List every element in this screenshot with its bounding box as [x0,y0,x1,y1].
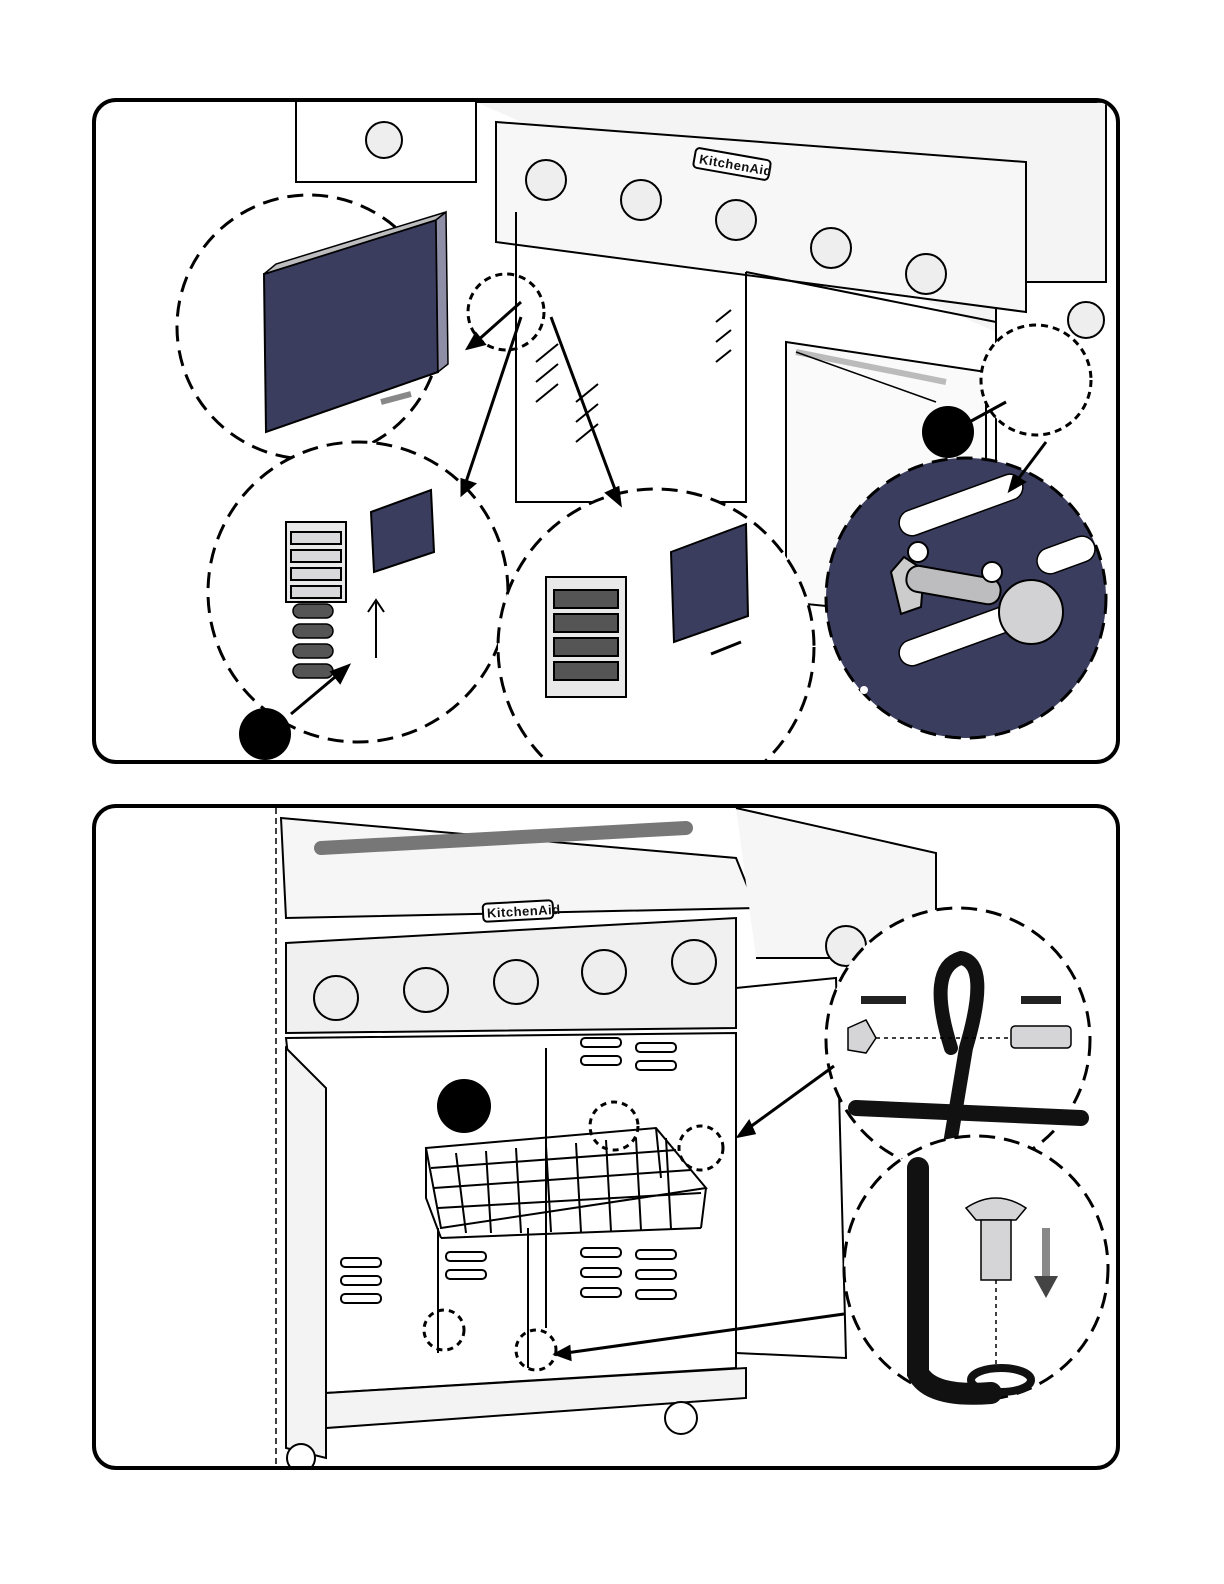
burner-knob-4 [582,950,626,994]
panel-1-illustration: KitchenAid [96,102,1116,760]
step-marker-batteries [239,708,291,760]
burner-knob-2 [621,180,661,220]
knurled-knob [999,580,1063,644]
kitchenaid-logo-plate: KitchenAid [483,900,561,922]
detail-basket-hook-screw [844,1136,1108,1400]
right-burner-knob [1068,302,1104,338]
burner-knob-1 [314,976,358,1020]
step-marker-door-bolt [922,406,974,458]
side-burner-knob [366,122,402,158]
burner-knob-5 [906,254,946,294]
grill-body-drawing [276,808,936,1466]
burner-knob-3 [716,200,756,240]
cabinet-vent-slots [536,310,731,442]
step-marker-basket [437,1079,491,1133]
panel-2-illustration: KitchenAid [96,808,1116,1466]
screw [981,1220,1011,1280]
burner-knob-1 [526,160,566,200]
burner-knob-3 [494,960,538,1004]
burner-knob-5 [672,940,716,984]
burner-knob-2 [404,968,448,1012]
burner-knob-4 [811,228,851,268]
basket-wire-rail [856,1108,1081,1118]
instruction-panel-1: KitchenAid [92,98,1120,764]
detail-basket-hook-bolt [826,908,1090,1172]
detail-battery-box [177,195,448,459]
detail-battery-close [498,489,814,760]
instruction-panel-2: KitchenAid [92,804,1120,1470]
bolt [1011,1026,1071,1048]
detail-door-bolt [826,458,1106,738]
